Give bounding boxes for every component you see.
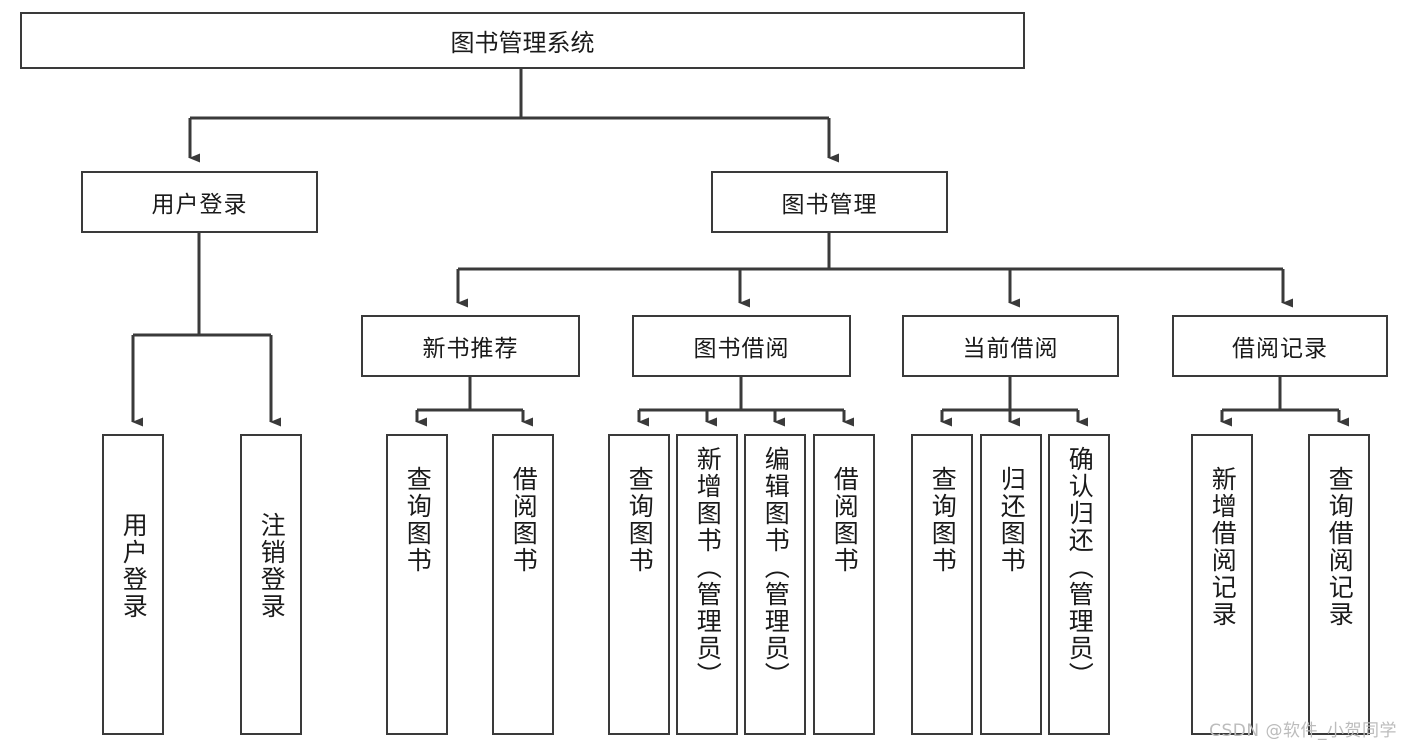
leaf-label: 新增图书（管理员） bbox=[693, 446, 723, 689]
leaf-label: 借阅图书 bbox=[830, 466, 860, 574]
node-current-borrow[interactable]: 当前借阅 bbox=[902, 315, 1119, 377]
node-label: 新书推荐 bbox=[422, 336, 519, 362]
leaf-label: 查询借阅记录 bbox=[1325, 466, 1355, 628]
leaf-query-books-current[interactable]: 查询图书 bbox=[911, 434, 973, 735]
watermark-text: CSDN @软件_小贺同学 bbox=[1209, 721, 1397, 741]
leaf-add-book-admin[interactable]: 新增图书（管理员） bbox=[676, 434, 738, 735]
node-book-borrow[interactable]: 图书借阅 bbox=[632, 315, 851, 377]
leaf-query-books-recommend[interactable]: 查询图书 bbox=[386, 434, 448, 735]
node-borrow-record[interactable]: 借阅记录 bbox=[1172, 315, 1388, 377]
node-label: 图书借阅 bbox=[693, 336, 790, 362]
leaf-query-books-borrow[interactable]: 查询图书 bbox=[608, 434, 670, 735]
leaf-label: 查询图书 bbox=[403, 466, 433, 574]
leaf-logout-login[interactable]: 注销登录 bbox=[240, 434, 302, 735]
node-root-system[interactable]: 图书管理系统 bbox=[20, 12, 1025, 69]
leaf-borrow-books-borrow[interactable]: 借阅图书 bbox=[813, 434, 875, 735]
leaf-label: 归还图书 bbox=[997, 466, 1027, 574]
node-label: 图书管理系统 bbox=[450, 29, 595, 57]
leaf-label: 确认归还（管理员） bbox=[1065, 446, 1095, 689]
leaf-label: 查询图书 bbox=[928, 466, 958, 574]
leaf-return-books[interactable]: 归还图书 bbox=[980, 434, 1042, 735]
leaf-borrow-books-recommend[interactable]: 借阅图书 bbox=[492, 434, 554, 735]
node-label: 图书管理 bbox=[781, 192, 878, 218]
leaf-confirm-return-admin[interactable]: 确认归还（管理员） bbox=[1048, 434, 1110, 735]
leaf-label: 编辑图书（管理员） bbox=[761, 446, 791, 689]
leaf-label: 查询图书 bbox=[625, 466, 655, 574]
leaf-user-login[interactable]: 用户登录 bbox=[102, 434, 164, 735]
leaf-label: 借阅图书 bbox=[509, 466, 539, 574]
node-label: 当前借阅 bbox=[962, 336, 1059, 362]
leaf-label: 新增借阅记录 bbox=[1208, 466, 1238, 628]
node-new-book-recommend[interactable]: 新书推荐 bbox=[361, 315, 580, 377]
leaf-query-borrow-record[interactable]: 查询借阅记录 bbox=[1308, 434, 1370, 735]
leaf-label: 用户登录 bbox=[119, 512, 149, 620]
node-label: 借阅记录 bbox=[1232, 336, 1328, 362]
leaf-add-borrow-record[interactable]: 新增借阅记录 bbox=[1191, 434, 1253, 735]
node-user-login[interactable]: 用户登录 bbox=[81, 171, 318, 233]
node-label: 用户登录 bbox=[151, 192, 248, 218]
leaf-edit-book-admin[interactable]: 编辑图书（管理员） bbox=[744, 434, 806, 735]
node-book-management[interactable]: 图书管理 bbox=[711, 171, 948, 233]
leaf-label: 注销登录 bbox=[257, 512, 287, 620]
